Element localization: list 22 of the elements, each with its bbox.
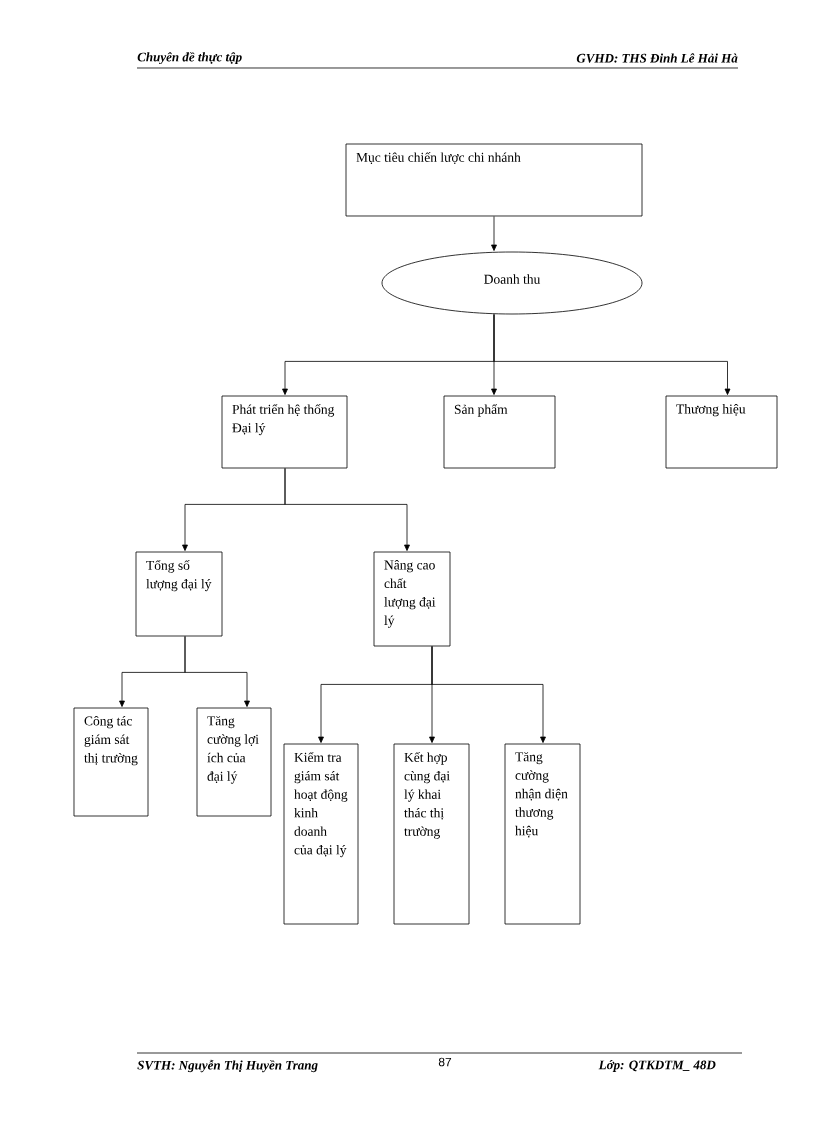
arrow bbox=[284, 468, 410, 551]
text-box: Tăng cường lợi ích của đại lý bbox=[196, 707, 272, 817]
text-box: Kết hợp cùng đại lý khai thác thị trường bbox=[393, 743, 470, 925]
text-box: Nâng cao chất lượng đại lý bbox=[373, 551, 451, 647]
footer-text: SVTH: Nguyễn Thị Huyền Trang bbox=[137, 1059, 318, 1073]
arrow bbox=[493, 314, 731, 395]
text-box: Phát triển hệ thống Đại lý bbox=[221, 395, 348, 469]
text-box: Thương hiệu bbox=[665, 395, 778, 469]
text-box: Mục tiêu chiến lược chi nhánh bbox=[345, 143, 643, 217]
text-box: Công tác giám sát thị trường bbox=[73, 707, 149, 817]
header-text: GVHD: THS Đinh Lê Hải Hà bbox=[576, 53, 738, 63]
arrow bbox=[431, 646, 546, 743]
text-box: Kiểm tra giám sát hoạt động kinh doanh của đại lý bbox=[283, 743, 359, 925]
header-text: Chuyên đề thực tập bbox=[137, 51, 242, 65]
text-box: Tổng số lượng đại lý bbox=[135, 551, 223, 637]
arrow bbox=[491, 216, 497, 251]
text-box: Tăng cường nhận diện thương hiệu bbox=[504, 743, 581, 925]
arrow bbox=[184, 636, 250, 707]
oval-node: Doanh thu bbox=[381, 251, 643, 315]
page-number: 87 bbox=[438, 1057, 452, 1067]
text-box: Sản phẩm bbox=[443, 395, 556, 469]
footer-text: Lớp: QTKDTM_ 48D bbox=[598, 1060, 716, 1072]
